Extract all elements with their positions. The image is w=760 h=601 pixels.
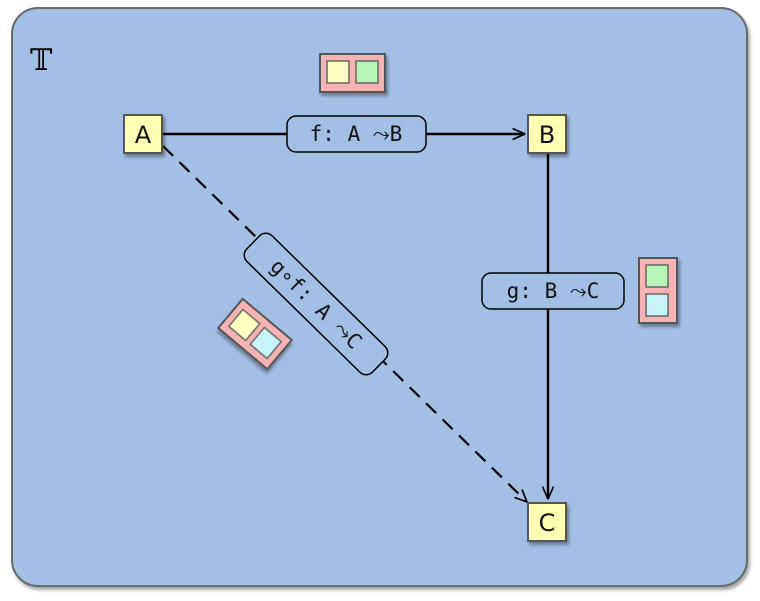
node-c-label: C — [539, 509, 556, 537]
category-frame — [11, 7, 748, 587]
morphism-f-label[interactable]: f: A ⤳B — [286, 115, 427, 153]
pair-badge-horizontal-icon — [319, 53, 386, 93]
morphism-g-label[interactable]: g: B ⤳C — [481, 272, 625, 310]
pair-badge-diagonal-icon — [216, 297, 294, 371]
node-c[interactable]: C — [527, 502, 567, 542]
node-a[interactable]: A — [123, 114, 163, 154]
morphism-f-text: f: A ⤳B — [310, 122, 403, 146]
category-symbol: 𝕋 — [30, 43, 53, 78]
pair-badge-vertical-icon — [638, 257, 678, 324]
morphism-g-text: g: B ⤳C — [507, 279, 600, 303]
node-a-label: A — [135, 121, 152, 149]
node-b[interactable]: B — [527, 114, 567, 154]
node-b-label: B — [539, 121, 555, 149]
